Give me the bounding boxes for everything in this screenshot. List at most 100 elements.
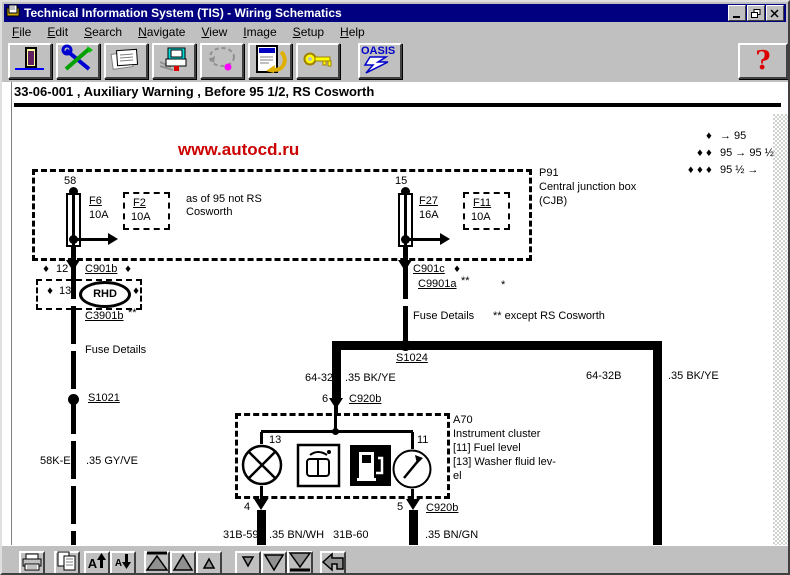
menu-image[interactable]: Image: [243, 25, 277, 39]
key-icon: [301, 44, 335, 79]
key-button[interactable]: [296, 43, 340, 79]
tools-button[interactable]: [56, 43, 100, 79]
zoom-out-button[interactable]: [261, 551, 287, 573]
connector-c920b-bottom-link[interactable]: C920b: [426, 502, 459, 514]
print-button[interactable]: [19, 551, 45, 573]
app-icon: [6, 4, 20, 22]
connector-symbol: [398, 260, 412, 271]
wire-64-32b-spec: .35 BK/YE: [668, 370, 719, 382]
maximize-button[interactable]: [747, 5, 765, 21]
except-note: ** except RS Cosworth: [493, 310, 605, 322]
fuse-details-right: Fuse Details: [413, 310, 475, 322]
fuse-f2-box: [123, 192, 170, 230]
pin-6: 6: [322, 393, 329, 405]
copy-pages-icon: [56, 551, 78, 573]
oasis-lightning-icon: OASIS: [360, 43, 400, 80]
connector-c901c-link[interactable]: C901c: [413, 263, 445, 275]
cluster-name: Instrument cluster: [453, 428, 541, 440]
wire-31b-60-id: 31B-60: [333, 529, 369, 541]
menu-navigate[interactable]: Navigate: [138, 25, 186, 39]
washer-fluid-icon: [296, 443, 341, 493]
title-bar: Technical Information System (TIS) - Wir…: [4, 4, 786, 22]
fuse-f27-symbol: [398, 193, 413, 247]
wire-64-32: [332, 341, 341, 398]
fuse-f6-link[interactable]: F6: [89, 195, 102, 207]
connector-c9901a-link[interactable]: C9901a: [418, 278, 457, 290]
cluster-pin-11: 11: [417, 434, 429, 446]
legend-marks-3: ♦♦♦: [686, 166, 714, 176]
connector-c901b-link[interactable]: C901b: [85, 263, 118, 275]
fuse-f27-rating: 16A: [419, 209, 439, 221]
schematic-title: 33-06-001 , Auxiliary Warning , Before 9…: [14, 84, 375, 99]
circuit-58-label: 58: [64, 175, 77, 187]
fuse-f27-link[interactable]: F27: [419, 195, 438, 207]
triangle-up-small-icon: [197, 551, 221, 574]
splice-s1021-link[interactable]: S1021: [88, 392, 120, 404]
pin-12: 12: [56, 263, 69, 275]
font-decrease-button[interactable]: A: [110, 551, 136, 573]
minimize-button[interactable]: [728, 5, 746, 21]
documents-icon: [109, 44, 143, 79]
watermark: www.autocd.ru: [178, 140, 300, 159]
viewer-button[interactable]: [152, 43, 196, 79]
close-button[interactable]: [766, 5, 784, 21]
zoom-in-full-button[interactable]: [144, 551, 170, 574]
cluster-ref-13-cont: el: [453, 470, 462, 482]
cycle-button[interactable]: [200, 43, 244, 79]
menu-search[interactable]: Search: [84, 25, 123, 39]
connector-c920b-top-link[interactable]: C920b: [349, 393, 382, 405]
exit-button[interactable]: [8, 43, 52, 79]
copy-button[interactable]: [54, 551, 80, 573]
svg-text:OASIS: OASIS: [361, 45, 395, 57]
zoom-out-small-button[interactable]: [235, 551, 261, 573]
cjb-abbr: (CJB): [539, 195, 568, 207]
fuse-f2-link[interactable]: F2: [133, 197, 146, 209]
connector-c3901b-link[interactable]: C3901b: [85, 310, 124, 322]
help-button[interactable]: ?: [738, 43, 788, 79]
font-increase-button[interactable]: A: [84, 551, 110, 573]
oasis-button[interactable]: OASIS: [358, 43, 402, 79]
splice-s1024-dot: [400, 340, 411, 351]
cjb-id: P91: [539, 167, 559, 179]
menu-file[interactable]: File: [12, 25, 32, 39]
main-toolbar: OASIS ?: [2, 41, 788, 83]
legend-label-3: 95 ½ →: [720, 164, 759, 176]
zoom-in-button[interactable]: [170, 551, 196, 573]
window-title: Technical Information System (TIS) - Wir…: [24, 6, 342, 20]
wire-58k-e-spec: .35 GY/VE: [86, 455, 138, 467]
fuse-f2-rating: 10A: [131, 211, 151, 223]
menu-edit[interactable]: Edit: [47, 25, 69, 39]
triangle-down-bar-icon: [288, 551, 312, 574]
menu-help[interactable]: Help: [340, 25, 365, 39]
connector-symbol: [66, 260, 80, 271]
loop-arrow-icon: [205, 44, 239, 79]
legend-label-2: 95 → 95 ½: [720, 147, 774, 159]
arrow-down-icon: [122, 553, 132, 573]
back-button[interactable]: [320, 551, 346, 573]
scrollbar-track[interactable]: [773, 114, 788, 545]
rhd-label: RHD: [93, 288, 117, 300]
menu-bar: File Edit Search Navigate View Image Set…: [4, 23, 786, 41]
splice-s1021-dot: [68, 394, 79, 405]
menu-view[interactable]: View: [201, 25, 228, 39]
splice-s1024-link[interactable]: S1024: [396, 352, 428, 364]
zoom-in-small-button[interactable]: [196, 551, 222, 574]
refresh-document-button[interactable]: [248, 43, 292, 79]
menu-setup[interactable]: Setup: [292, 25, 325, 39]
triangle-up-bar-icon: [145, 551, 169, 574]
cluster-pin-13: 13: [269, 434, 282, 446]
zoom-out-full-button[interactable]: [287, 551, 313, 574]
wire-31b-60-spec: .35 BN/GN: [425, 529, 479, 541]
legend-label-1: → 95: [720, 130, 747, 142]
cluster-ref-13: [13] Washer fluid lev-: [453, 456, 556, 468]
exit-door-icon: [13, 44, 47, 79]
fuse-details-left: Fuse Details: [85, 344, 147, 356]
wire-c9901a: [403, 261, 408, 341]
fiche-viewer-icon: [157, 44, 191, 79]
fuse-f11-link[interactable]: F11: [473, 197, 492, 209]
connector-symbol: [406, 499, 420, 510]
pin-13: 13: [59, 285, 72, 297]
fuse-f6-symbol: [66, 193, 81, 247]
wire-64-32-id: 64-32: [305, 372, 334, 384]
documents-button[interactable]: [104, 43, 148, 79]
